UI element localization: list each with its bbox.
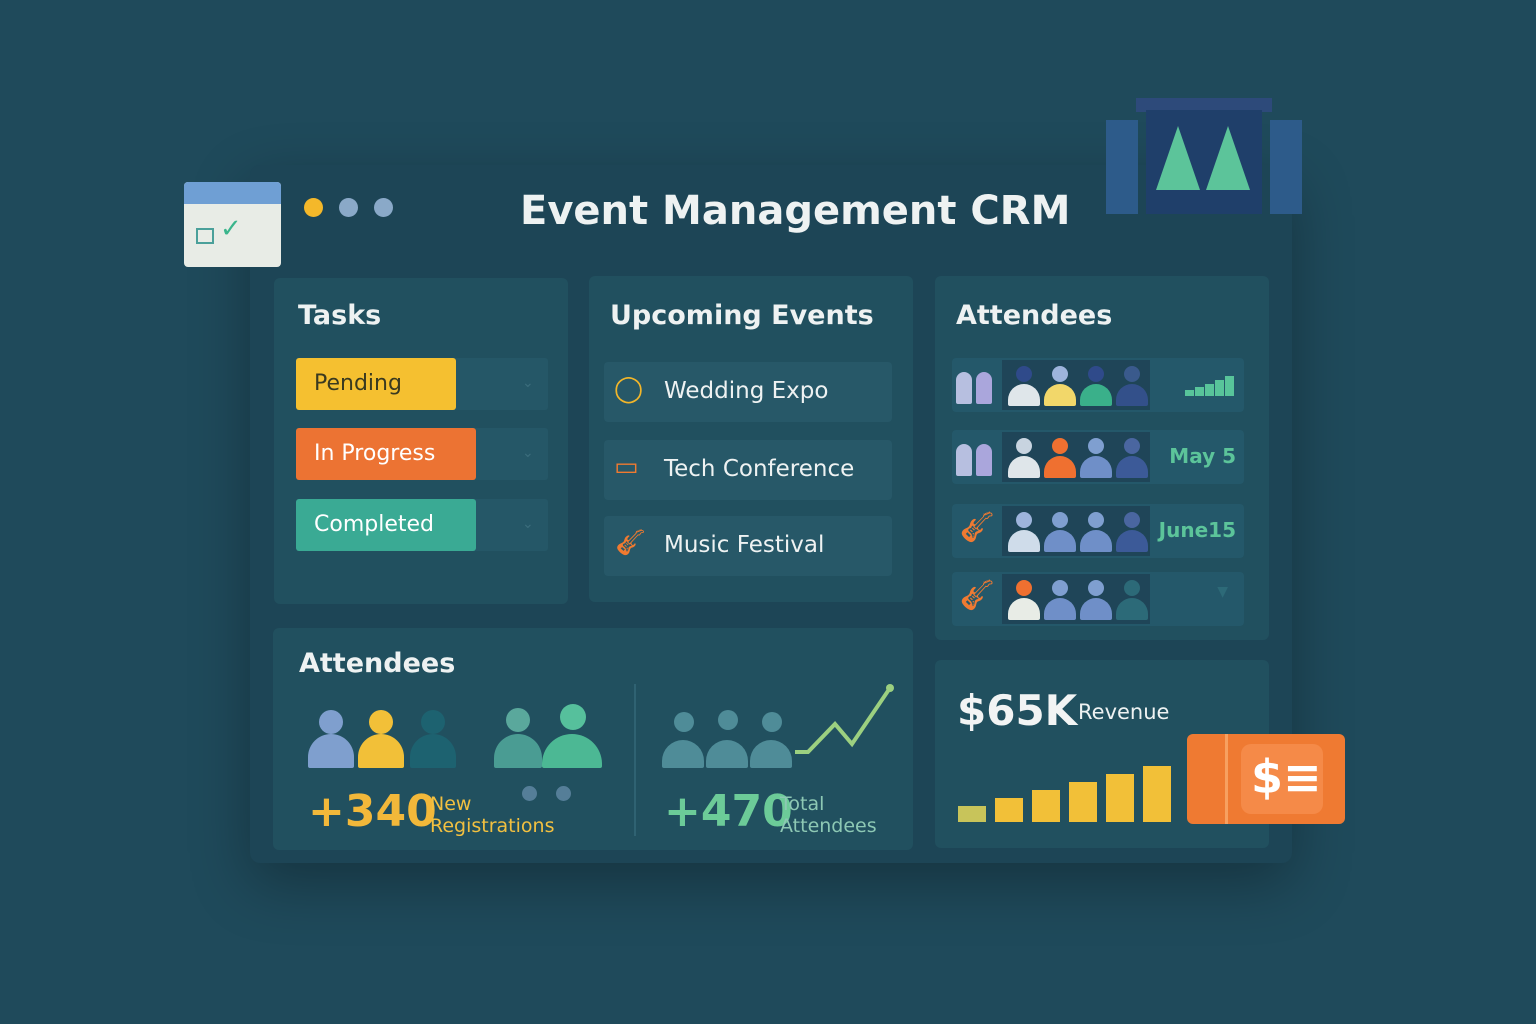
avatar bbox=[1088, 512, 1104, 528]
chevron-down-icon[interactable]: ⌄ bbox=[522, 516, 534, 532]
avatar bbox=[1088, 366, 1104, 382]
label-line: Total bbox=[780, 793, 825, 815]
avatar bbox=[1124, 366, 1140, 382]
avatar bbox=[1044, 530, 1076, 552]
stage-illustration bbox=[1106, 90, 1302, 214]
avatar bbox=[1016, 366, 1032, 382]
avatar bbox=[1052, 438, 1068, 454]
event-date: June15 bbox=[1158, 518, 1236, 542]
avatar bbox=[1088, 580, 1104, 596]
avatar bbox=[1016, 438, 1032, 454]
calendar-icon: ✓ bbox=[184, 182, 281, 267]
avatar bbox=[1080, 530, 1112, 552]
window-dot-gray[interactable] bbox=[374, 198, 393, 217]
pager-dot[interactable] bbox=[522, 786, 537, 801]
event-item-tech-conference[interactable]: ▭ Tech Conference bbox=[604, 440, 892, 500]
attendee-row[interactable] bbox=[952, 358, 1244, 412]
page-title: Event Management CRM bbox=[520, 188, 1071, 234]
avatar bbox=[1124, 512, 1140, 528]
revenue-bar bbox=[958, 806, 986, 822]
avatar bbox=[1044, 456, 1076, 478]
ticket-icon: $≡ bbox=[1187, 734, 1345, 824]
tasks-title: Tasks bbox=[298, 300, 382, 331]
avatar bbox=[1116, 384, 1148, 406]
pager-dot[interactable] bbox=[556, 786, 571, 801]
avatar bbox=[1052, 366, 1068, 382]
avatar bbox=[1052, 512, 1068, 528]
avatar bbox=[1124, 580, 1140, 596]
event-label: Tech Conference bbox=[664, 456, 855, 482]
avatar bbox=[1008, 384, 1040, 406]
avatar bbox=[1016, 580, 1032, 596]
avatar bbox=[1116, 456, 1148, 478]
window-dot-gray[interactable] bbox=[339, 198, 358, 217]
signal-bars-icon bbox=[1184, 376, 1234, 396]
avatar bbox=[1116, 598, 1148, 620]
avatar bbox=[1080, 598, 1112, 620]
revenue-bar bbox=[995, 798, 1023, 822]
avatar bbox=[1008, 530, 1040, 552]
label-line: Registrations bbox=[430, 815, 555, 837]
event-label: Music Festival bbox=[664, 532, 825, 558]
avatar bbox=[1088, 438, 1104, 454]
revenue-label: Revenue bbox=[1078, 700, 1170, 724]
avatar bbox=[1116, 530, 1148, 552]
label-line: New bbox=[430, 793, 472, 815]
attendees-stats-title: Attendees bbox=[299, 648, 456, 679]
avatar bbox=[1016, 512, 1032, 528]
event-label: Wedding Expo bbox=[664, 378, 829, 404]
label-line: Attendees bbox=[780, 815, 877, 837]
task-completed-button[interactable]: Completed bbox=[296, 499, 476, 551]
guitar-icon: 🎸︎ bbox=[614, 528, 648, 558]
ticket-symbol: $≡ bbox=[1251, 750, 1322, 804]
attendee-row[interactable]: 🎸︎ ▼ bbox=[952, 572, 1244, 626]
people-pair-icon bbox=[956, 438, 994, 476]
revenue-bar bbox=[1032, 790, 1060, 822]
attendee-avatars bbox=[1002, 360, 1150, 410]
attendee-avatars bbox=[1002, 574, 1150, 624]
guitar-icon: 🎸︎ bbox=[958, 578, 997, 613]
people-pair-icon bbox=[956, 366, 994, 404]
event-item-music-festival[interactable]: 🎸︎ Music Festival bbox=[604, 516, 892, 576]
chevron-down-icon[interactable]: ▼ bbox=[1217, 584, 1228, 600]
revenue-value: $65K bbox=[957, 686, 1078, 735]
events-title: Upcoming Events bbox=[610, 300, 874, 331]
avatar bbox=[1044, 598, 1076, 620]
attendee-avatars bbox=[1002, 432, 1150, 482]
avatar bbox=[1008, 598, 1040, 620]
revenue-bar bbox=[1106, 774, 1134, 822]
event-date: May 5 bbox=[1169, 444, 1236, 468]
chevron-down-icon[interactable]: ⌄ bbox=[522, 445, 534, 461]
trend-line bbox=[795, 684, 894, 754]
attendee-avatars bbox=[1002, 506, 1150, 556]
task-pending-button[interactable]: Pending bbox=[296, 358, 456, 410]
monitor-icon: ▭ bbox=[614, 452, 639, 482]
guitar-icon: 🎸︎ bbox=[958, 510, 997, 545]
total-attendees-value: +470 bbox=[664, 786, 793, 837]
chevron-down-icon[interactable]: ⌄ bbox=[522, 375, 534, 391]
attendees-trend-icon bbox=[660, 684, 900, 768]
event-item-wedding-expo[interactable]: ◯ Wedding Expo bbox=[604, 362, 892, 422]
attendee-row[interactable]: 🎸︎ June15 bbox=[952, 504, 1244, 558]
avatar bbox=[1044, 384, 1076, 406]
avatar bbox=[1052, 580, 1068, 596]
attendee-row[interactable]: May 5 bbox=[952, 430, 1244, 484]
ring-icon: ◯ bbox=[614, 374, 644, 404]
avatar bbox=[1008, 456, 1040, 478]
divider bbox=[634, 684, 636, 836]
avatar bbox=[1080, 384, 1112, 406]
people-group-icon bbox=[306, 704, 606, 768]
window-dot-yellow[interactable] bbox=[304, 198, 323, 217]
task-in-progress-button[interactable]: In Progress bbox=[296, 428, 476, 480]
new-registrations-value: +340 bbox=[308, 786, 437, 837]
attendees-list-title: Attendees bbox=[956, 300, 1113, 331]
revenue-bar bbox=[1069, 782, 1097, 822]
avatar bbox=[1124, 438, 1140, 454]
avatar bbox=[1080, 456, 1112, 478]
revenue-bar bbox=[1143, 766, 1171, 822]
